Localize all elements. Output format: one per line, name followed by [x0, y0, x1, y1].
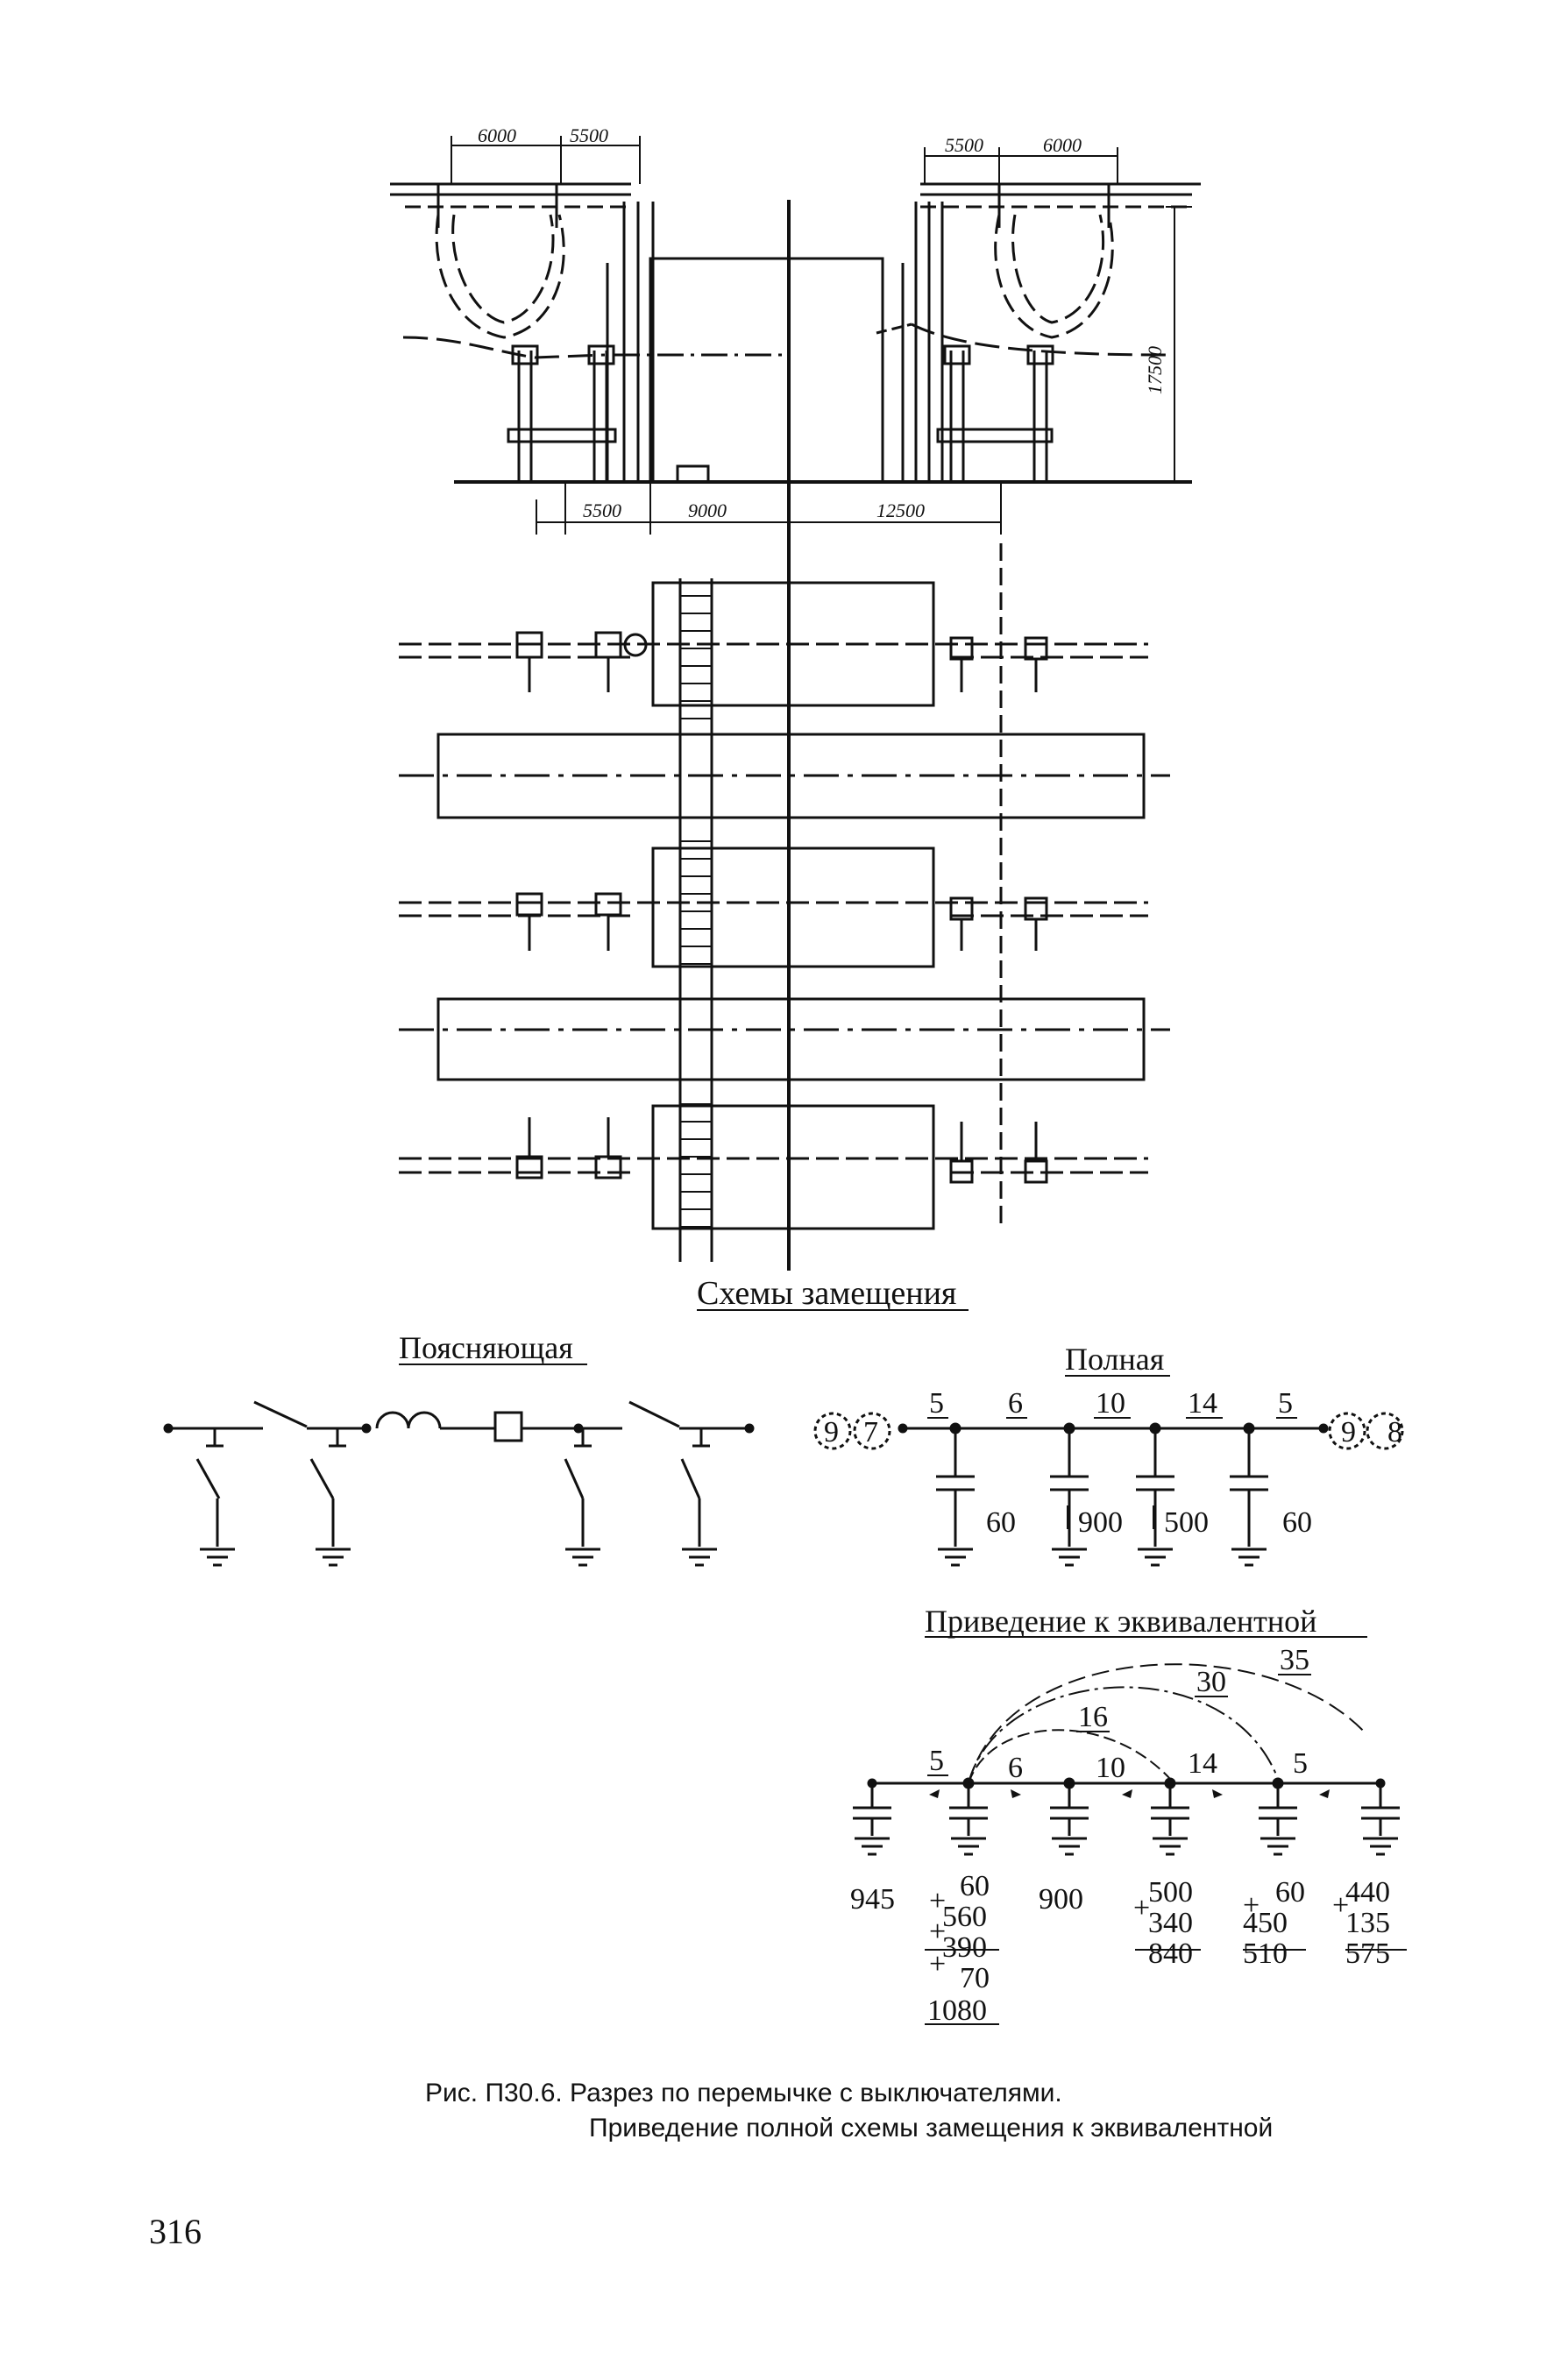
equiv-col5-2: 510 [1243, 1937, 1288, 1970]
dim-bottom-2: 9000 [688, 499, 727, 521]
plan-bay-2 [399, 846, 1148, 968]
equiv-series-5: 5 [1293, 1747, 1308, 1780]
equiv-col2-plus-3: + [929, 1948, 946, 1980]
central-building [649, 257, 912, 484]
full-end-right-2: 8 [1387, 1416, 1402, 1449]
equiv-series-2: 6 [1008, 1752, 1023, 1784]
plan-bay-1 [399, 581, 1148, 707]
equiv-col6-2: 575 [1345, 1937, 1390, 1970]
equiv-col6-plus-1: + [1332, 1889, 1349, 1922]
plan-bay-3 [399, 1104, 1148, 1230]
left-portal [390, 182, 789, 482]
right-portal [901, 182, 1201, 482]
cable-duct-1 [399, 733, 1170, 819]
equiv-col2-2: 390 [942, 1931, 987, 1964]
equiv-arc-3: 35 [1280, 1644, 1309, 1676]
equiv-col2-plus-2: + [929, 1916, 946, 1948]
equiv-col4-plus-1: + [1133, 1892, 1150, 1924]
schemes-title: Схемы замещения [697, 1275, 956, 1312]
full-shunt-2: 900 [1078, 1506, 1123, 1539]
full-series-3: 10 [1096, 1387, 1125, 1420]
equiv-series-3: 10 [1096, 1752, 1125, 1784]
equiv-arc-1: 16 [1078, 1701, 1108, 1733]
full-series-4: 14 [1188, 1387, 1217, 1420]
plan-view [399, 543, 1170, 1262]
equiv-col2-3: 70 [960, 1962, 990, 1994]
equiv-col4-2: 840 [1148, 1937, 1193, 1970]
equiv-col4-0: 500 [1148, 1876, 1193, 1909]
equiv-col2-1: 560 [942, 1901, 987, 1933]
caption-line-2: Приведение полной схемы замещения к экви… [589, 2114, 1273, 2143]
equiv-col5-plus-1: + [1243, 1889, 1260, 1922]
full-end-right-1: 9 [1341, 1416, 1356, 1449]
equiv-col1-0: 945 [850, 1883, 895, 1916]
full-shunt-4: 60 [1282, 1506, 1312, 1539]
equiv-arc-2: 30 [1196, 1666, 1226, 1698]
equiv-col6-1: 135 [1345, 1907, 1390, 1939]
cable-duct-2 [399, 997, 1170, 1081]
dim-height: 17500 [1144, 346, 1166, 394]
dim-bottom-3: 12500 [876, 499, 925, 521]
full-series-5: 5 [1278, 1387, 1293, 1420]
equiv-series-4: 14 [1188, 1747, 1217, 1780]
equivalent-scheme [853, 1663, 1407, 2025]
equiv-col2-plus-1: + [929, 1885, 946, 1917]
dim-top-right-2: 6000 [1043, 134, 1082, 156]
caption-line-1: Рис. П30.6. Разрез по перемычке с выключ… [425, 2079, 1062, 2107]
full-scheme [813, 1412, 1404, 1567]
equiv-col2-0: 60 [960, 1870, 990, 1902]
dim-top-right-1: 5500 [945, 134, 983, 156]
full-series-1: 5 [929, 1387, 944, 1420]
dim-top-left-1: 6000 [478, 124, 516, 146]
equivalent-title: Приведение к эквивалентной [925, 1604, 1316, 1639]
full-shunt-1: 60 [986, 1506, 1016, 1539]
full-end-left-2: 7 [863, 1416, 878, 1449]
dimension-lines [451, 136, 1192, 535]
equiv-col3-0: 900 [1039, 1883, 1083, 1916]
dim-bottom-1: 5500 [583, 499, 621, 521]
dim-top-left-2: 5500 [570, 124, 608, 146]
explanatory-scheme [163, 1400, 755, 1567]
section-view: 6000 5500 5500 6000 17500 5500 9000 1250… [390, 124, 1201, 1271]
equiv-col6-0: 440 [1345, 1876, 1390, 1909]
full-title: Полная [1065, 1342, 1164, 1377]
explanatory-title: Поясняющая [399, 1330, 573, 1365]
equiv-series-1: 5 [929, 1745, 944, 1777]
page-number: 316 [149, 2212, 202, 2251]
full-series-2: 6 [1008, 1387, 1023, 1420]
equiv-col5-0: 60 [1275, 1876, 1305, 1909]
full-shunt-3: 500 [1164, 1506, 1209, 1539]
full-end-left-1: 9 [824, 1416, 839, 1449]
equiv-col2-4: 1080 [927, 1994, 987, 2027]
equiv-col5-1: 450 [1243, 1907, 1288, 1939]
equiv-col4-1: 340 [1148, 1907, 1193, 1939]
